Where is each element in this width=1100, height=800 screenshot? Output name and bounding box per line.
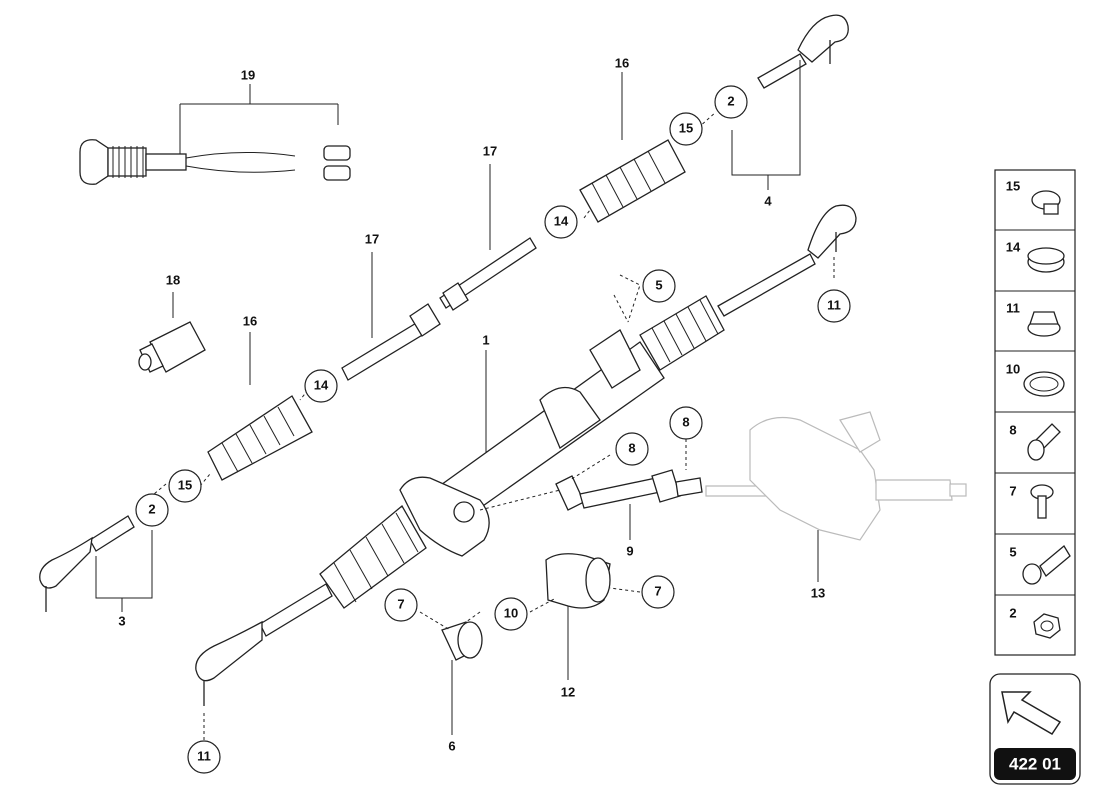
label-1: 1 [482,332,489,347]
svg-text:14: 14 [554,213,569,228]
upper-tie-rod-assembly [439,14,849,311]
hex-nut-icon [1033,613,1061,639]
hardware-legend: 15 14 11 10 8 7 5 [994,169,1076,656]
label-17-lower: 17 [365,231,379,246]
svg-text:14: 14 [314,377,329,392]
legend-num-15: 15 [1006,178,1020,193]
callout-7-right: 7 [641,575,675,609]
legend-num-7: 7 [1009,483,1016,498]
svg-text:11: 11 [197,748,211,763]
part-13-steering-column [705,411,967,582]
label-16-upper: 16 [615,55,629,70]
arrow-icon [1001,691,1062,736]
svg-text:7: 7 [654,583,661,598]
callout-15-upper: 15 [669,112,703,146]
svg-text:8: 8 [628,440,635,455]
callout-circles: 2 15 14 5 11 14 15 2 8 8 7 10 7 11 [135,85,851,774]
svg-text:10: 10 [504,605,518,620]
svg-text:15: 15 [178,477,192,492]
reference-code: 422 01 [1009,754,1061,773]
legend-num-5: 5 [1009,544,1016,559]
label-19: 19 [241,67,255,82]
label-13: 13 [811,585,825,600]
svg-text:11: 11 [827,297,841,312]
callout-2-upper: 2 [714,85,748,119]
hex-bolt-icon [1022,545,1071,585]
part-12-cover [545,553,611,680]
reference-box: 422 01 [989,673,1081,785]
callout-5: 5 [642,269,676,303]
callout-10: 10 [494,597,528,631]
svg-text:8: 8 [682,414,689,429]
short-bolt-icon [1027,423,1061,461]
callout-8-right: 8 [669,406,703,440]
label-6: 6 [448,738,455,753]
label-9: 9 [626,543,633,558]
svg-text:7: 7 [397,596,404,611]
lower-inner-tie-rod [341,252,441,381]
part-19-gaiter-kit [79,84,351,185]
label-16-lower: 16 [243,313,257,328]
part-number-labels: 19 16 17 4 17 18 16 1 9 13 3 12 6 [118,55,825,753]
band-clamp-icon [1027,247,1065,273]
label-3: 3 [118,613,125,628]
dashed-leaders [153,111,835,740]
part-6-grommet [441,621,483,735]
part-1-steering-rack [195,204,857,706]
legend-num-10: 10 [1006,361,1020,376]
label-17-upper: 17 [483,143,497,158]
callout-14-lower: 14 [304,369,338,403]
legend-num-2: 2 [1009,605,1016,620]
svg-text:2: 2 [727,93,734,108]
label-4: 4 [764,193,772,208]
label-12: 12 [561,684,575,699]
callout-11-upper: 11 [817,289,851,323]
svg-text:15: 15 [679,120,693,135]
torx-bolt-icon [1030,484,1054,519]
callout-2-lower: 2 [135,493,169,527]
callout-15-lower: 15 [168,469,202,503]
legend-num-11: 11 [1006,300,1020,315]
flange-nut-icon [1027,311,1061,337]
legend-num-8: 8 [1009,422,1016,437]
legend-num-14: 14 [1006,239,1021,254]
callout-8-left: 8 [615,432,649,466]
svg-text:5: 5 [655,277,662,292]
part-18-grease-tube [138,292,206,373]
hose-clamp-icon [1031,190,1061,215]
label-18: 18 [166,272,180,287]
part-9-intermediate-shaft [479,469,703,540]
callout-7-left: 7 [384,588,418,622]
lower-left-boot-tierod [39,332,313,612]
svg-text:2: 2 [148,501,155,516]
callout-11-lower: 11 [187,740,221,774]
ring-clamp-icon [1023,371,1065,397]
callout-14-upper: 14 [544,205,578,239]
